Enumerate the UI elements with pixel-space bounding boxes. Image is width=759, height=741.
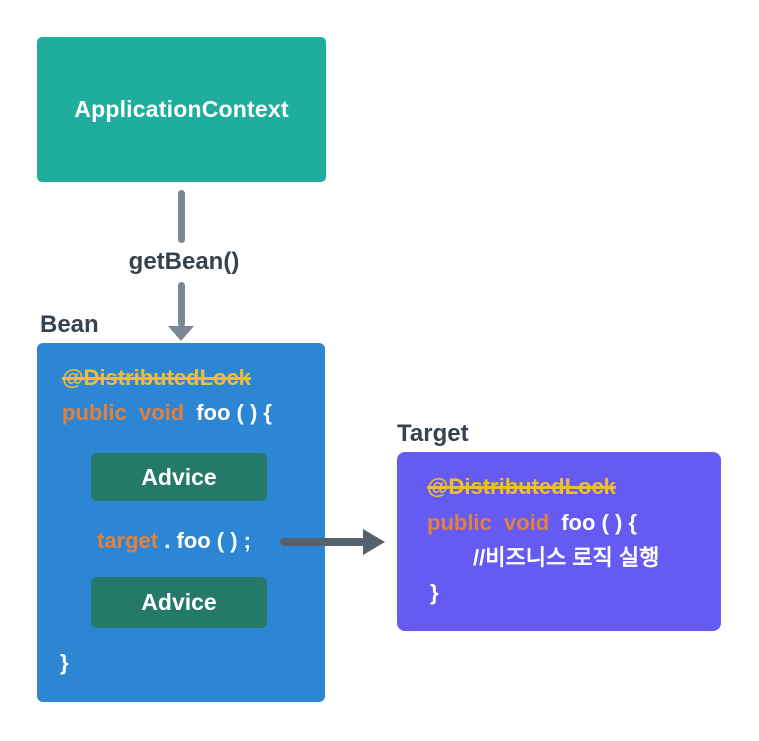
advice-box-bottom: Advice (91, 577, 267, 628)
advice-box-bottom-label: Advice (141, 589, 217, 615)
target-call-object: target (97, 528, 159, 553)
getbean-arrow-lower-segment (178, 282, 185, 327)
bean-method-signature: public void foo ( ) { (62, 398, 272, 428)
advice-box-top-label: Advice (141, 463, 217, 490)
target-method-keywords: public void (427, 510, 550, 535)
bean-title: Bean (40, 311, 99, 338)
target-call-arrowhead-right-icon (363, 529, 385, 555)
target-title: Target (397, 420, 469, 447)
application-context-label: ApplicationContext (74, 96, 289, 122)
business-logic-comment: //비즈니스 로직 실행 (473, 545, 660, 570)
advice-box-top: Advice (91, 453, 267, 501)
bean-method-keywords: public void (62, 400, 185, 425)
getbean-arrow-upper-segment (178, 190, 185, 243)
target-annotation: @DistributedLock (427, 474, 616, 499)
bean-annotation: @DistributedLock (62, 365, 251, 390)
target-method-signature: public void foo ( ) { (427, 508, 637, 538)
target-method-name: foo ( ) { (561, 510, 637, 535)
getbean-arrowhead-down-icon (168, 326, 194, 341)
bean-method-name: foo ( ) { (196, 400, 272, 425)
target-closing-brace: } (430, 580, 439, 605)
target-call-arrow-line (280, 538, 365, 546)
bean-closing-brace: } (60, 650, 69, 675)
target-box: @DistributedLock public void foo ( ) { //… (397, 452, 721, 631)
bean-box: @DistributedLock public void foo ( ) { Ad… (37, 343, 325, 702)
target-call-rest: . foo ( ) ; (158, 528, 251, 553)
application-context-box: ApplicationContext (37, 37, 326, 182)
getbean-label: getBean() (128, 248, 240, 275)
target-call-line: target . foo ( ) ; (97, 526, 251, 556)
